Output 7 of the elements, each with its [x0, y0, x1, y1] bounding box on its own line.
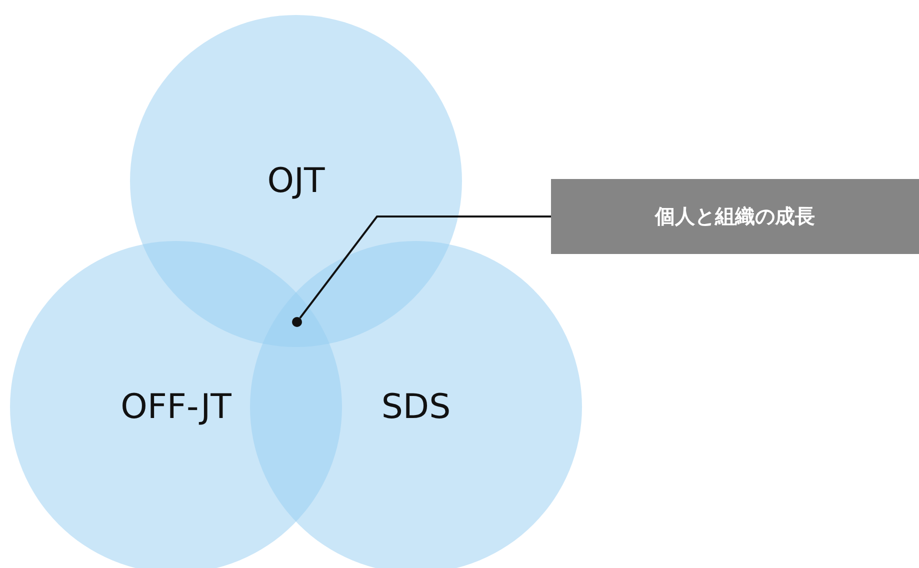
label-box	[551, 179, 919, 254]
intersection-dot	[292, 317, 302, 327]
circle-label: SDS	[381, 387, 451, 427]
circle-label: OJT	[267, 161, 325, 201]
leader-line	[299, 216, 551, 319]
box-label: 個人と組織の成長	[655, 203, 815, 230]
circle-label: OFF-JT	[120, 387, 232, 427]
